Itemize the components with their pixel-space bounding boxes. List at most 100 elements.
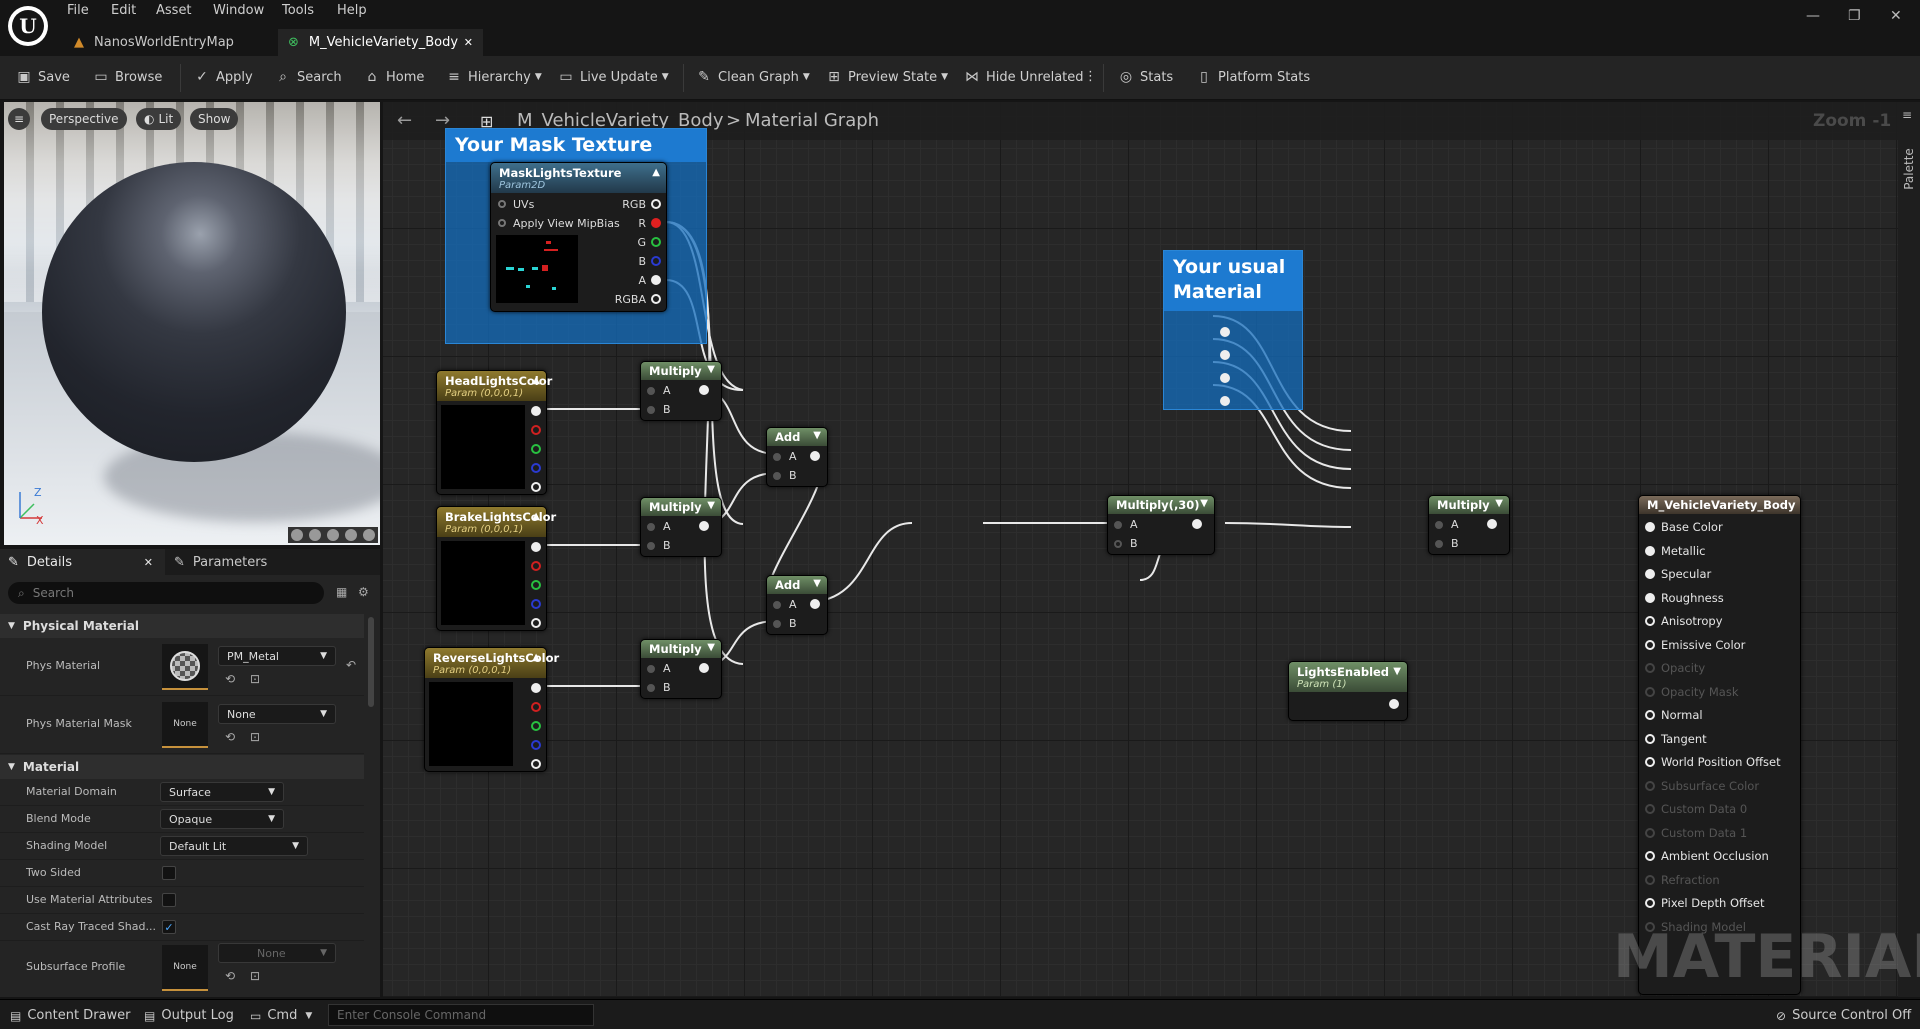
input-pin-b[interactable]	[1114, 540, 1122, 548]
source-control-button[interactable]: ⊘Source Control Off	[1776, 1008, 1911, 1023]
use-selected-icon[interactable]: ⟲	[225, 730, 236, 744]
save-button[interactable]: ▣Save	[16, 69, 70, 85]
output-pin-b[interactable]	[531, 599, 541, 609]
node-reverse-lights-color[interactable]: ReverseLightsColor Param (0,0,0,1) ▲	[424, 647, 559, 772]
input-pin[interactable]	[1645, 686, 1655, 697]
node-add-2[interactable]: Add▼ A B	[766, 575, 828, 635]
menu-edit[interactable]: Edit	[111, 3, 137, 18]
output-pin-g[interactable]	[531, 444, 541, 454]
input-pin[interactable]	[1645, 663, 1655, 673]
cmd-button[interactable]: ▭Cmd▼	[250, 1008, 312, 1023]
chevron-down-icon[interactable]: ▼	[707, 364, 715, 375]
phys-material-mask-thumbnail[interactable]: None	[162, 702, 208, 748]
chevron-down-icon[interactable]: ▼	[707, 642, 715, 653]
chevron-down-icon[interactable]: ▼	[1495, 498, 1503, 509]
perspective-button[interactable]: Perspective	[41, 108, 127, 130]
chevron-up-icon[interactable]: ▲	[532, 511, 540, 522]
input-pin[interactable]	[1645, 827, 1655, 838]
output-pin-r[interactable]	[531, 425, 541, 435]
output-pin-a[interactable]	[531, 618, 541, 628]
input-pin-b[interactable]	[1435, 540, 1443, 548]
tab-material[interactable]: ⊗ M_VehicleVariety_Body ✕	[278, 29, 483, 56]
input-pin-a[interactable]	[1435, 521, 1443, 529]
search-button[interactable]: ⌕Search	[275, 69, 342, 85]
menu-help[interactable]: Help	[337, 3, 367, 18]
input-pin-a[interactable]	[773, 601, 781, 609]
content-drawer-button[interactable]: ▤Content Drawer	[10, 1008, 130, 1023]
reroute-pin[interactable]	[1220, 327, 1230, 337]
close-window-button[interactable]: ✕	[1890, 8, 1902, 24]
close-tab-icon[interactable]: ✕	[463, 36, 473, 49]
input-pin-a[interactable]	[773, 453, 781, 461]
input-pin[interactable]	[1645, 780, 1655, 791]
details-scrollbar[interactable]	[368, 617, 374, 707]
input-pin[interactable]	[1645, 545, 1655, 556]
input-pin[interactable]	[1645, 522, 1655, 532]
output-pin[interactable]	[810, 451, 820, 461]
output-pin-rgb[interactable]	[531, 683, 541, 693]
clean-graph-button[interactable]: ✎Clean Graph▼	[696, 69, 810, 85]
two-sided-checkbox[interactable]	[162, 866, 176, 880]
output-pin-b[interactable]	[651, 256, 661, 266]
output-pin-r[interactable]	[531, 561, 541, 571]
chevron-up-icon[interactable]: ▲	[532, 375, 540, 386]
chevron-up-icon[interactable]: ▲	[652, 167, 660, 178]
node-mask-lights-texture[interactable]: MaskLightsTexture Param2D ▲ UVs Apply Vi…	[490, 162, 667, 312]
forward-arrow-icon[interactable]: →	[435, 110, 451, 131]
node-multiply-final[interactable]: Multiply▼ A B	[1428, 495, 1510, 555]
node-brake-lights-color[interactable]: BrakeLightsColor Param (0,0,0,1) ▲	[436, 506, 556, 631]
node-head-lights-color[interactable]: HeadLightsColor Param (0,0,0,1) ▲	[436, 370, 552, 495]
use-material-attributes-checkbox[interactable]	[162, 893, 176, 907]
live-update-button[interactable]: ▭Live Update▼	[558, 69, 668, 85]
section-material[interactable]: ▼Material	[0, 755, 364, 779]
input-pin[interactable]	[1645, 757, 1655, 767]
input-pin-a[interactable]	[647, 523, 655, 531]
browse-asset-icon[interactable]: ⊡	[250, 672, 261, 686]
lit-button[interactable]: ◐Lit	[136, 108, 182, 130]
input-pin[interactable]	[1645, 639, 1655, 650]
output-pin-b[interactable]	[531, 740, 541, 750]
output-pin[interactable]	[699, 663, 709, 673]
subsurface-profile-dropdown[interactable]: None▼	[218, 943, 336, 963]
details-search-input[interactable]: ⌕ Search	[8, 582, 324, 604]
unreal-logo[interactable]: U	[8, 6, 48, 46]
input-pin[interactable]	[1645, 898, 1655, 908]
reroute-pin[interactable]	[1220, 373, 1230, 383]
phys-material-thumbnail[interactable]	[162, 644, 208, 690]
blend-mode-dropdown[interactable]: Opaque▼	[160, 809, 284, 829]
apply-button[interactable]: ✓Apply	[194, 69, 253, 85]
show-button[interactable]: Show	[190, 108, 239, 130]
input-pin[interactable]	[1645, 851, 1655, 861]
subsurface-profile-thumbnail[interactable]: None	[162, 945, 208, 991]
input-pin[interactable]	[1645, 569, 1655, 579]
output-pin[interactable]	[1487, 519, 1497, 529]
input-pin[interactable]	[1645, 616, 1655, 626]
input-pin-b[interactable]	[773, 472, 781, 480]
mesh-icon[interactable]	[291, 529, 303, 541]
output-pin[interactable]	[699, 521, 709, 531]
input-pin-b[interactable]	[647, 684, 655, 692]
more-options-button[interactable]: ⋮	[1084, 69, 1097, 84]
input-pin[interactable]	[1645, 592, 1655, 603]
console-input[interactable]: Enter Console Command	[328, 1004, 594, 1026]
input-pin-a[interactable]	[647, 665, 655, 673]
output-pin-g[interactable]	[531, 721, 541, 731]
input-pin[interactable]	[1645, 921, 1655, 932]
input-pin[interactable]	[1645, 804, 1655, 814]
phys-material-dropdown[interactable]: PM_Metal▼	[218, 646, 336, 666]
mesh-icon[interactable]	[345, 529, 357, 541]
reroute-pin[interactable]	[1220, 350, 1230, 360]
tab-parameters[interactable]: ✎ Parameters	[166, 549, 275, 575]
tab-level[interactable]: ▲ NanosWorldEntryMap	[64, 29, 274, 56]
mesh-icon[interactable]	[363, 529, 375, 541]
chevron-down-icon[interactable]: ▼	[707, 500, 715, 511]
output-pin-a[interactable]	[651, 275, 661, 285]
input-pin-b[interactable]	[647, 406, 655, 414]
platform-stats-button[interactable]: ▯Platform Stats	[1196, 69, 1310, 85]
input-pin[interactable]	[1645, 874, 1655, 885]
input-pin-mipbias[interactable]	[498, 219, 506, 227]
output-pin-a[interactable]	[531, 759, 541, 769]
table-view-icon[interactable]: ▦	[336, 585, 348, 599]
preview-viewport[interactable]: ≡ Perspective ◐Lit Show Z X	[4, 102, 380, 545]
